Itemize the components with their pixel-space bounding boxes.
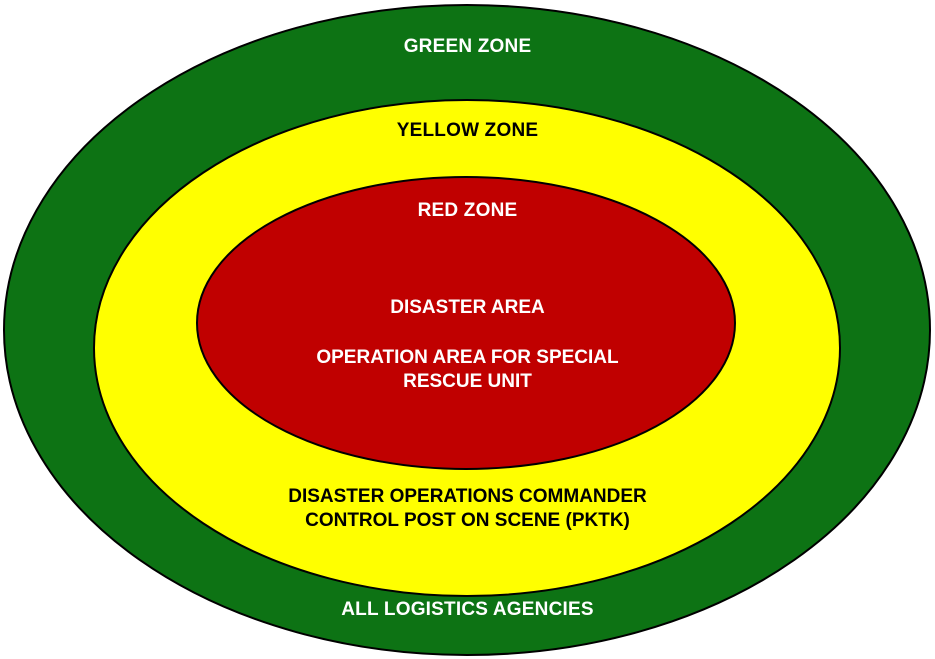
yellow-zone-title: YELLOW ZONE (396, 120, 539, 141)
red-zone-operation-line: OPERATION AREA FOR SPECIAL (316, 347, 619, 368)
yellow-zone-description: DISASTER OPERATIONS COMMANDER CONTROL PO… (0, 485, 935, 533)
red-zone-disaster-area: DISASTER AREA (390, 297, 545, 318)
red-zone-spacer (0, 320, 935, 346)
green-zone-description: ALL LOGISTICS AGENCIES (341, 599, 594, 620)
yellow-zone-post-line: CONTROL POST ON SCENE (PKTK) (305, 510, 630, 531)
red-zone-ellipse (196, 176, 736, 470)
green-zone-title: GREEN ZONE (403, 36, 532, 57)
red-zone-rescue-line: RESCUE UNIT (403, 371, 532, 392)
red-zone-title: RED ZONE (417, 200, 518, 221)
red-zone-description: DISASTER AREA OPERATION AREA FOR SPECIAL… (0, 296, 935, 394)
yellow-zone-commander-line: DISASTER OPERATIONS COMMANDER (288, 486, 647, 507)
